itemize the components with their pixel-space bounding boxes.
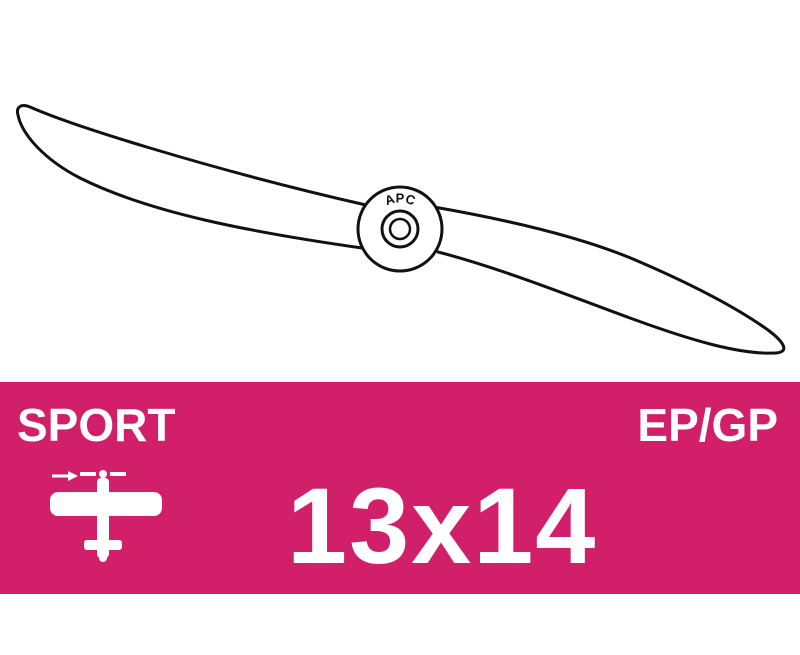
spec-band: SPORT EP/GP 13x14 (0, 382, 800, 594)
propeller-illustration: APC (16, 104, 786, 355)
category-label: SPORT (17, 399, 176, 451)
fuel-type-label: EP/GP (637, 399, 778, 451)
airplane-icon (50, 470, 162, 562)
propeller-bore-inner (388, 217, 412, 241)
propeller-blade-right (432, 205, 786, 355)
propeller-blade-left (16, 104, 368, 250)
propeller-drawing: APC (16, 104, 786, 355)
propeller-size: 13x14 (287, 465, 598, 586)
brand-logo: APC (383, 190, 418, 208)
band-background (0, 382, 800, 594)
band-fill (0, 382, 800, 594)
